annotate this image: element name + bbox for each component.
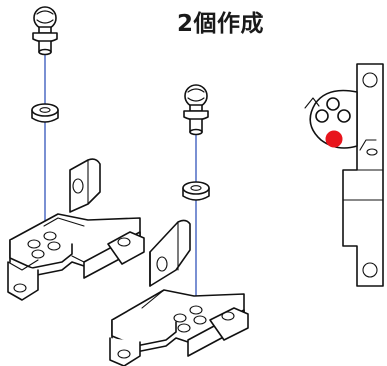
side-view-plate [342, 63, 384, 287]
side-view-head [309, 89, 358, 149]
center-spacer [182, 181, 210, 201]
left-ball-stud [32, 6, 58, 56]
side-view [304, 63, 384, 287]
side-view-hole-top [326, 97, 340, 111]
side-view-hole-right [337, 109, 351, 123]
center-assembly [109, 84, 249, 366]
left-assembly [7, 6, 145, 301]
page-title: 2個作成 [177, 11, 265, 37]
left-bracket [7, 158, 145, 301]
side-view-hole-left [315, 109, 329, 123]
left-spacer [31, 103, 59, 123]
side-view-bottom-hole [362, 262, 378, 278]
center-ball-stud [183, 84, 209, 136]
highlight-hole-marker [325, 130, 343, 148]
center-bracket [109, 219, 249, 366]
side-view-top-hole [362, 72, 378, 88]
